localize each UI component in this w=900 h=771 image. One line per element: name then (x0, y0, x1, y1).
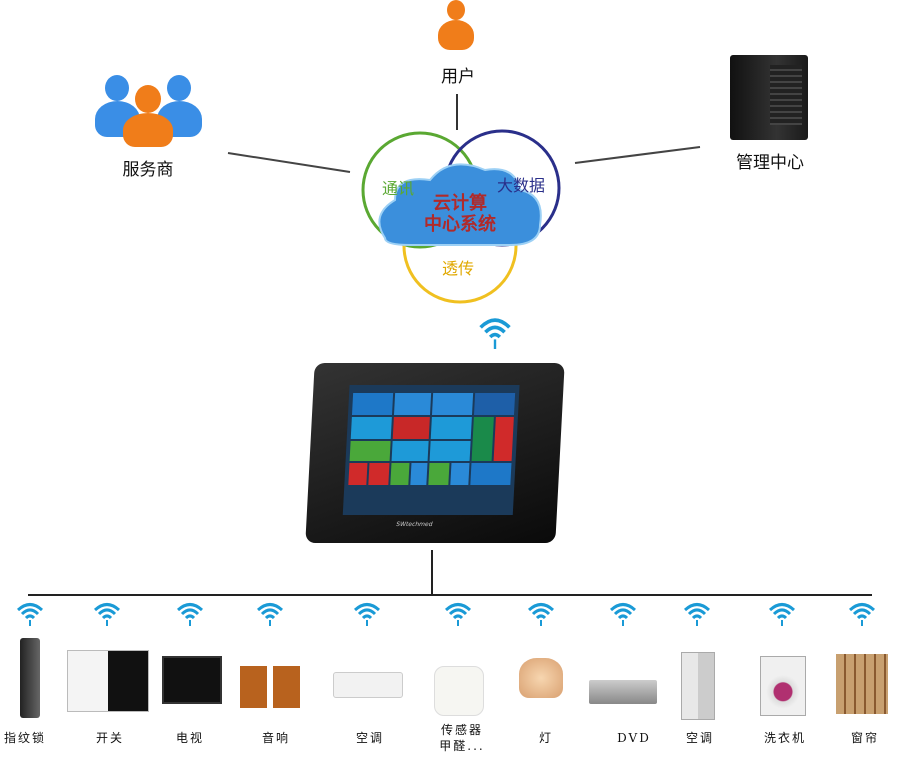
wifi-icon (527, 603, 555, 626)
device-label: 指纹锁 (3, 731, 47, 745)
service-provider-label: 服务商 (122, 160, 174, 180)
device-label: 洗衣机 (763, 731, 807, 745)
tablet-brand: SWtechmed (396, 521, 433, 528)
tablet-screen (342, 385, 520, 515)
fingerprint-lock-icon (20, 638, 40, 718)
curtain-icon (836, 654, 888, 714)
admin-center-label: 管理中心 (736, 153, 804, 173)
device-label: 电视 (175, 731, 205, 745)
device-label-line1: 传感器 (440, 723, 484, 737)
cloud-title-line1: 云计算 (433, 193, 487, 214)
cloud-icon (378, 163, 542, 246)
cloud-system-title: 云计算 中心系统 (415, 193, 505, 235)
fridge-icon (681, 652, 715, 720)
device-label-line2: 甲醛... (439, 739, 485, 753)
user-icon (438, 0, 474, 52)
user-label: 用户 (441, 67, 475, 87)
wifi-icon (848, 603, 876, 626)
air-conditioner-icon (333, 672, 403, 698)
device-label: 灯 (538, 731, 554, 745)
device-label: 窗帘 (850, 731, 880, 745)
service-provider-icon (95, 75, 205, 147)
switch-icon (67, 650, 149, 712)
cloud-title-line2: 中心系统 (424, 214, 496, 235)
wifi-icon (768, 603, 796, 626)
wifi-icon (256, 603, 284, 626)
control-tablet: SWtechmed (305, 363, 565, 543)
device-label: 开关 (95, 731, 125, 745)
device-label: 音响 (261, 731, 291, 745)
wifi-icon (479, 318, 511, 349)
device-label: 传感器甲醛... (439, 722, 484, 754)
wifi-icon (444, 603, 472, 626)
device-label: DVD (617, 731, 651, 745)
dvd-icon (589, 680, 657, 704)
speaker-icon (240, 666, 300, 708)
washing-machine-icon (760, 656, 806, 716)
wifi-icon (176, 603, 204, 626)
sensor-icon (434, 666, 484, 716)
wifi-icon (353, 603, 381, 626)
big-data-label: 大数据 (497, 176, 546, 195)
wifi-icon (16, 603, 44, 626)
lamp-icon (519, 658, 563, 698)
wifi-icon (609, 603, 637, 626)
communication-label: 通讯 (382, 179, 415, 198)
tv-icon (162, 656, 222, 704)
wifi-icon (683, 603, 711, 626)
wifi-icon (93, 603, 121, 626)
device-label: 空调 (685, 731, 715, 745)
device-label: 空调 (355, 731, 385, 745)
passthrough-label: 透传 (442, 259, 475, 278)
server-icon (730, 55, 808, 140)
